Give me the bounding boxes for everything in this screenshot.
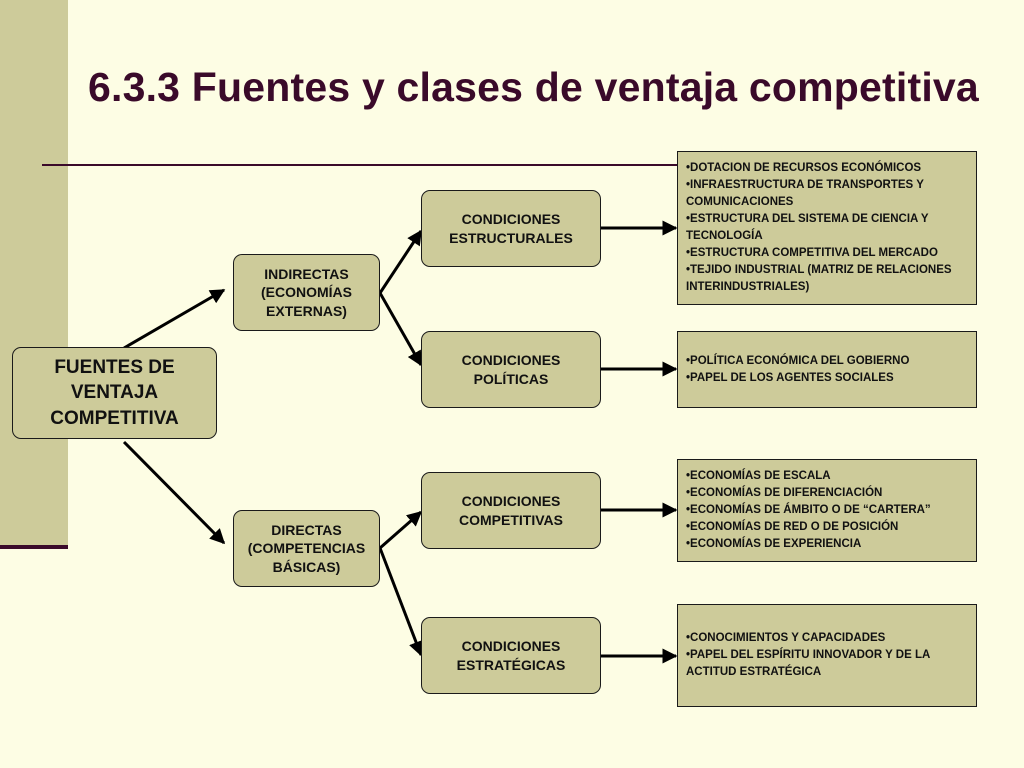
indirectas-node: INDIRECTAS (ECONOMÍAS EXTERNAS)	[233, 254, 380, 331]
detail-item: •ESTRUCTURA COMPETITIVA DEL MERCADO	[686, 247, 938, 259]
slide-title: 6.3.3 Fuentes y clases de ventaja compet…	[88, 64, 979, 110]
arrow-root-to-directas	[122, 440, 226, 545]
arrow-directas-to-competitivas	[379, 510, 423, 550]
arrow-root-to-indirectas	[123, 288, 226, 350]
directas-node: DIRECTAS (COMPETENCIAS BÁSICAS)	[233, 510, 380, 587]
detail-item: •POLÍTICA ECONÓMICA DEL GOBIERNO	[686, 354, 910, 367]
detail-item: •CONOCIMIENTOS Y CAPACIDADES	[686, 632, 886, 644]
detail-item: •PAPEL DE LOS AGENTES SOCIALES	[686, 371, 894, 384]
estrategicas-node: CONDICIONES ESTRATÉGICAS	[421, 617, 601, 694]
arrow-indirectas-to-estructurales	[378, 229, 423, 294]
estructurales-detail-box: •DOTACION DE RECURSOS ECONÓMICOS •INFRAE…	[677, 151, 977, 305]
detail-item: •INFRAESTRUCTURA DE TRANSPORTES Y COMUNI…	[686, 179, 924, 208]
arrow-directas-to-estrategicas	[378, 547, 424, 657]
detail-item: •PAPEL DEL ESPÍRITU INNOVADOR Y DE LA AC…	[686, 649, 930, 678]
root-node: FUENTES DE VENTAJA COMPETITIVA	[12, 347, 217, 439]
politicas-node: CONDICIONES POLÍTICAS	[421, 331, 601, 408]
competitivas-node: CONDICIONES COMPETITIVAS	[421, 472, 601, 549]
politicas-detail-box: •POLÍTICA ECONÓMICA DEL GOBIERNO •PAPEL …	[677, 331, 977, 408]
detail-item: •ECONOMÍAS DE RED O DE POSICIÓN	[686, 521, 899, 533]
detail-item: •ECONOMÍAS DE ESCALA	[686, 470, 831, 482]
detail-item: •ESTRUCTURA DEL SISTEMA DE CIENCIA Y TEC…	[686, 213, 929, 242]
detail-item: •ECONOMÍAS DE EXPERIENCIA	[686, 538, 862, 550]
detail-item: •ECONOMÍAS DE DIFERENCIACIÓN	[686, 487, 883, 499]
competitivas-detail-box: •ECONOMÍAS DE ESCALA •ECONOMÍAS DE DIFER…	[677, 459, 977, 562]
left-accent-bar	[0, 0, 68, 548]
title-divider	[42, 164, 682, 166]
left-accent-underline	[0, 545, 68, 549]
detail-item: •TEJIDO INDUSTRIAL (MATRIZ DE RELACIONES…	[686, 264, 952, 293]
estructurales-node: CONDICIONES ESTRUCTURALES	[421, 190, 601, 267]
arrow-indirectas-to-politicas	[378, 292, 423, 367]
estrategicas-detail-box: •CONOCIMIENTOS Y CAPACIDADES •PAPEL DEL …	[677, 604, 977, 707]
detail-item: •ECONOMÍAS DE ÁMBITO O DE “CARTERA”	[686, 504, 931, 516]
detail-item: •DOTACION DE RECURSOS ECONÓMICOS	[686, 162, 922, 174]
